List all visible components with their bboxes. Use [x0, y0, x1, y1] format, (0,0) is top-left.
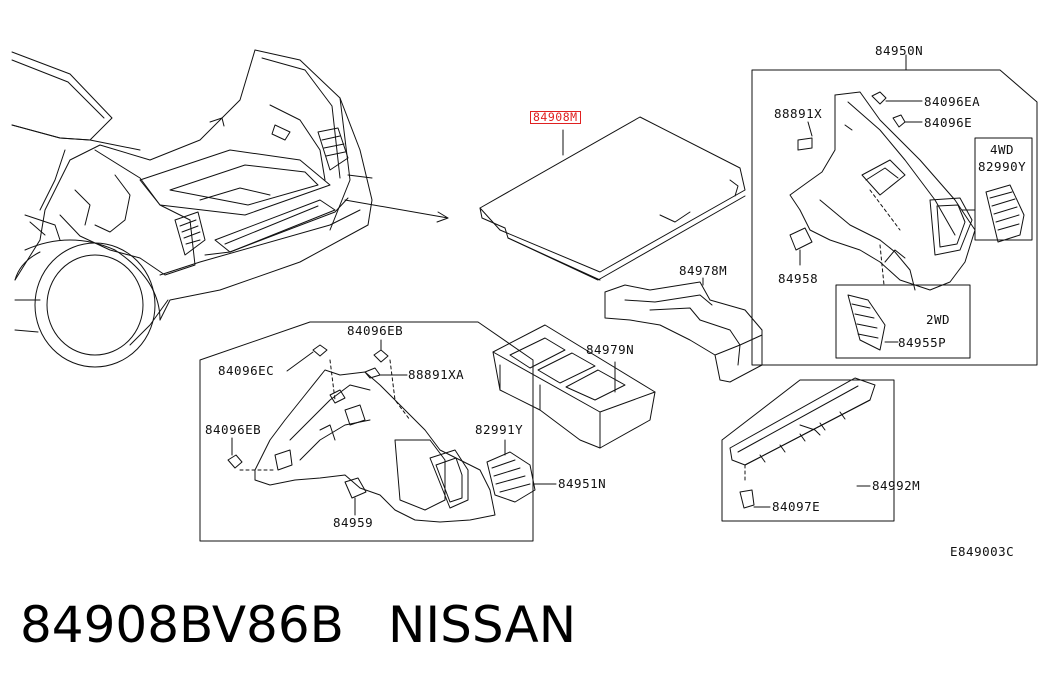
badge-4wd-label: 4WD [990, 142, 1015, 157]
clip-left-ec-label: 84096EC [218, 363, 275, 378]
parts-diagram [11, 49, 1038, 542]
bracket-illustration [604, 277, 763, 383]
cargo-cover-illustration [479, 116, 746, 281]
vent-left-label: 82991Y [475, 422, 524, 437]
cap-right-label: 88891X [774, 106, 823, 121]
group-right-label: 84950N [875, 43, 924, 58]
cover-left-label: 84959 [333, 515, 374, 530]
brand-name: NISSAN [387, 596, 577, 654]
right-side-group [751, 54, 1038, 366]
clip-sill-label: 84097E [772, 499, 821, 514]
badge-2wd-label: 2WD [926, 312, 951, 327]
clip-right-ea-label: 84096EA [924, 94, 981, 109]
cover-part-label: 84908M [530, 111, 581, 124]
bracket-label: 84978M [679, 263, 728, 278]
side-left-label: 84951N [558, 476, 607, 491]
vehicle-rear-illustration [11, 49, 449, 368]
clip-right-e-label: 84096E [924, 115, 973, 130]
sill-plate-group [721, 377, 895, 522]
box-label: 84979N [586, 342, 635, 357]
vent-right-label: 82990Y [978, 159, 1027, 174]
part-caption: 84908BV86B NISSAN [20, 596, 576, 654]
storage-box-illustration [492, 324, 656, 449]
sill-plate-label: 84992M [872, 478, 921, 493]
part-number: 84908BV86B [20, 596, 344, 654]
clip-left-eb-top-label: 84096EB [347, 323, 404, 338]
left-side-group [199, 321, 557, 542]
vent-2wd-label: 84955P [898, 335, 947, 350]
cover-right-label: 84958 [778, 271, 819, 286]
cap-left-label: 88891XA [408, 367, 465, 382]
clip-left-eb-label: 84096EB [205, 422, 262, 437]
diagram-code-label: E849003C [950, 544, 1015, 559]
